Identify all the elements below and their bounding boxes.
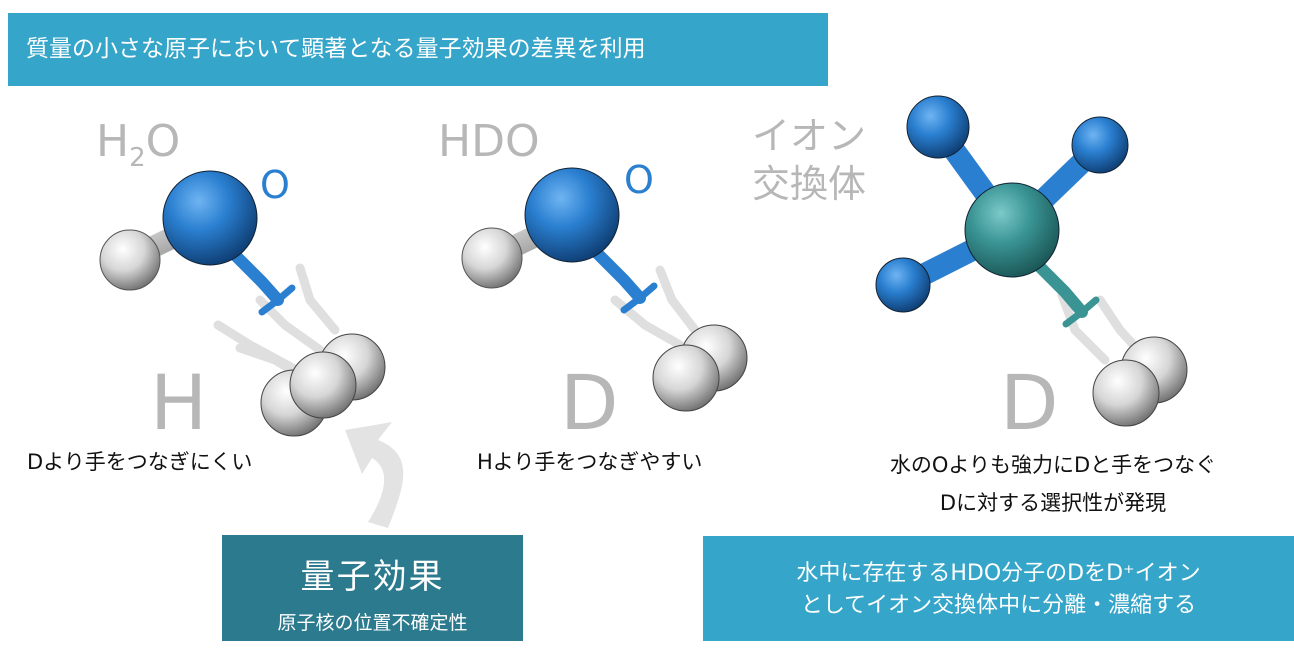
oxygen-atom	[524, 167, 620, 263]
hydrogen-atom	[461, 227, 523, 289]
caption-hdo: Hより手をつなぎやすい	[477, 450, 703, 474]
summary-line1: 水中に存在するHDO分子のDをD⁺イオン	[796, 561, 1201, 586]
exchanger-title: イオン 交換体	[752, 112, 866, 208]
quantum-effect-title: 量子効果	[300, 557, 445, 597]
oxygen-atom	[875, 257, 931, 313]
hydrogen-atom	[99, 229, 161, 291]
exchanger-hand-icon	[1029, 256, 1100, 328]
title-banner: 質量の小さな原子において顕著となる量子効果の差異を利用	[8, 13, 828, 86]
oxygen-atom	[162, 170, 258, 266]
formula-h2o: H2O	[96, 116, 180, 173]
oxygen-label: O	[624, 158, 654, 202]
panel-ion-exchanger	[875, 95, 1188, 427]
caption-h2o: Dより手をつなぎにくい	[27, 450, 253, 474]
hydrogen-cluster	[260, 333, 386, 437]
isotope-label-h: H	[150, 358, 208, 447]
deuterium-pair	[652, 324, 748, 412]
oxygen-hand-icon	[590, 246, 658, 314]
caption-exchanger-line1: 水のOよりも強力にDと手をつなぐ	[889, 453, 1217, 477]
caption-exchanger-line2: Dに対する選択性が発現	[939, 491, 1167, 515]
oxygen-atom	[1071, 116, 1129, 174]
formula-o: O	[145, 116, 181, 167]
oxygen-atom	[906, 95, 970, 159]
oxygen-label: O	[260, 163, 290, 207]
summary-box: 水中に存在するHDO分子のDをD⁺イオン としてイオン交換体中に分離・濃縮する	[703, 536, 1294, 641]
isotope-label-d: D	[1000, 358, 1059, 447]
caption-exchanger: 水のOよりも強力にDと手をつなぐ Dに対する選択性が発現	[843, 446, 1263, 522]
oxygen-hand-icon	[226, 246, 296, 316]
exchanger-title-line2: 交換体	[752, 162, 867, 206]
summary-line2: としてイオン交換体中に分離・濃縮する	[800, 593, 1197, 618]
quantum-effect-subtitle: 原子核の位置不確定性	[277, 612, 468, 634]
isotope-label-d: D	[560, 358, 619, 447]
panel-hdo	[461, 167, 748, 412]
deuterium-pair	[1092, 336, 1188, 427]
curved-arrow-icon	[345, 422, 404, 528]
formula-h: H	[96, 116, 130, 167]
formula-subscript: 2	[129, 142, 146, 173]
center-atom	[964, 182, 1060, 278]
exchanger-title-line1: イオン	[752, 114, 867, 158]
quantum-effect-box: 量子効果 原子核の位置不確定性	[222, 535, 523, 641]
title-text: 質量の小さな原子において顕著となる量子効果の差異を利用	[26, 36, 646, 62]
formula-hdo: HDO	[438, 116, 540, 167]
panel-h2o	[99, 170, 404, 528]
